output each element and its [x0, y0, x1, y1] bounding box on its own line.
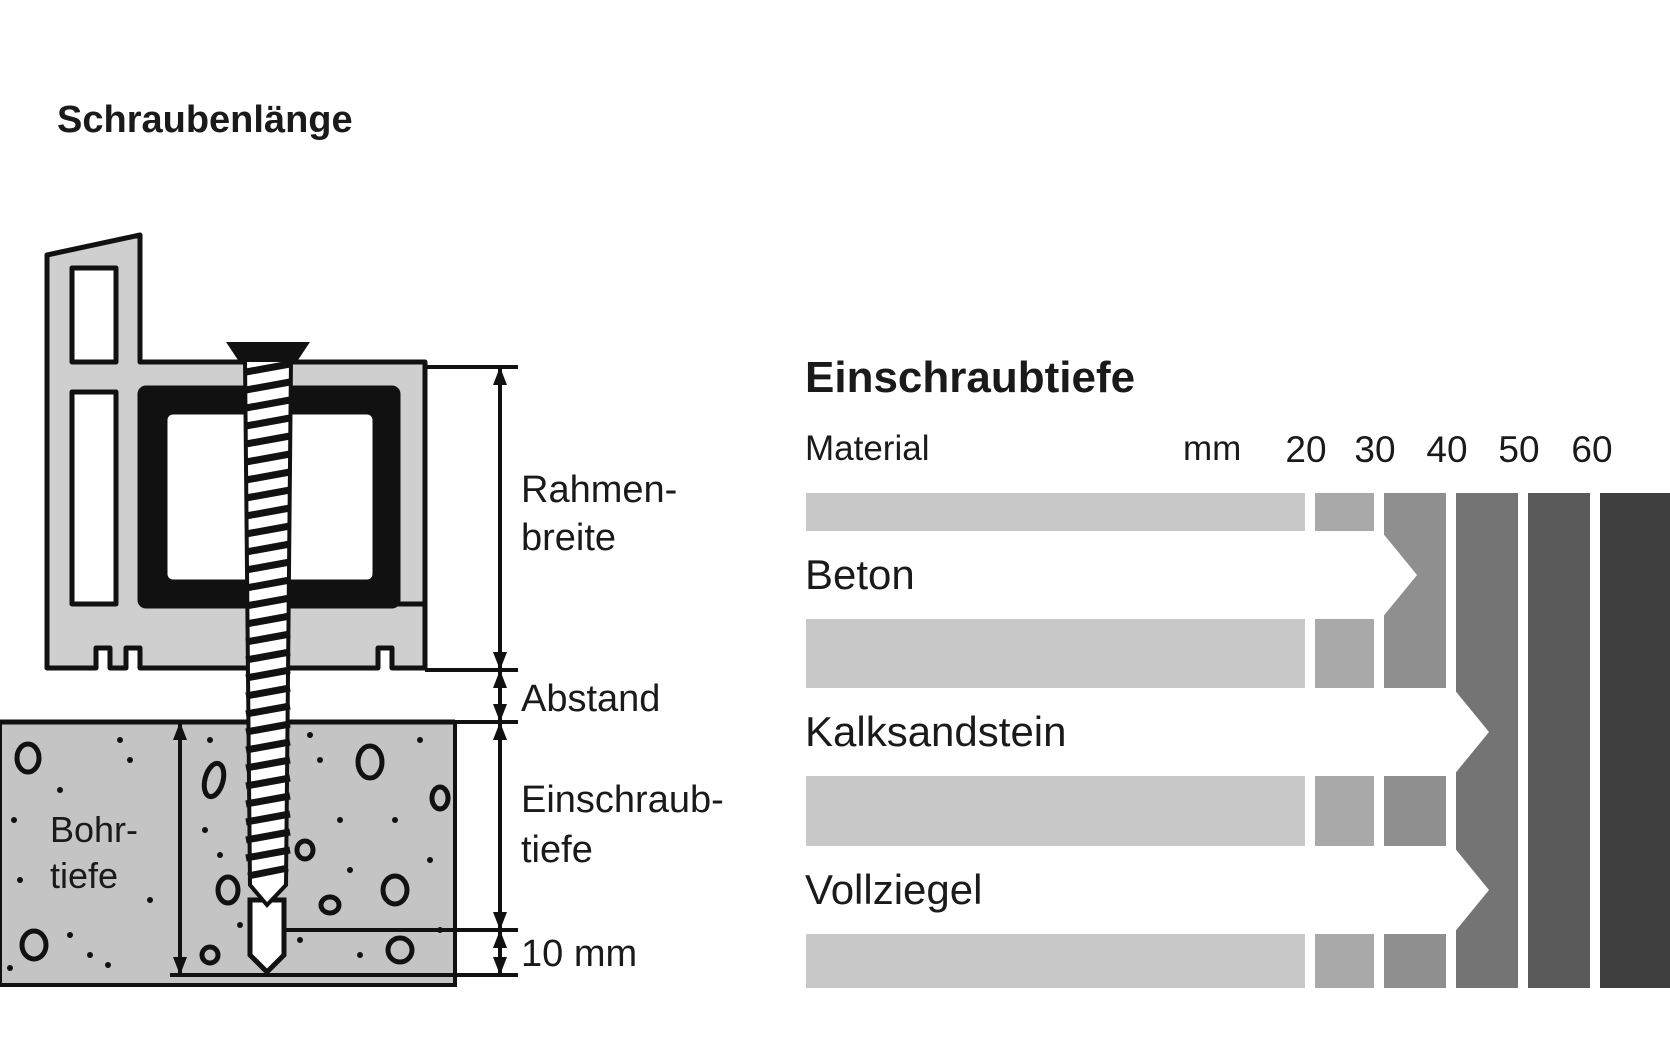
material-label-beton: Beton — [805, 551, 915, 598]
extra-length-label: 10 mm — [521, 933, 637, 975]
material-header: Material — [805, 429, 929, 468]
concrete-block — [0, 719, 457, 987]
chart-title: Einschraubtiefe — [805, 353, 1135, 402]
unit-header: mm — [1183, 429, 1241, 468]
material-arrow-kalksandstein — [800, 688, 1489, 776]
screw — [226, 342, 310, 908]
material-label-vollziegel: Vollziegel — [805, 866, 982, 913]
dimension-arrows — [493, 367, 507, 975]
depth-tick-50: 50 — [1498, 429, 1539, 470]
frame-width-label-1: Rahmen- — [521, 469, 677, 511]
depth-tick-60: 60 — [1571, 429, 1612, 470]
drill-depth-label-2: tiefe — [50, 855, 118, 896]
screw-depth-label-1: Einschraub- — [521, 779, 724, 821]
depth-tick-20: 20 — [1285, 429, 1326, 470]
frame-width-label-2: breite — [521, 517, 616, 559]
window-frame-profile — [44, 232, 428, 671]
depth-tick-30: 30 — [1354, 429, 1395, 470]
drill-depth-label-1: Bohr- — [50, 809, 138, 850]
gap-label: Abstand — [521, 678, 660, 720]
screw-depth-label-2: tiefe — [521, 829, 593, 871]
depth-tick-40: 40 — [1426, 429, 1467, 470]
material-arrow-vollziegel — [800, 846, 1489, 934]
depth-tick-labels: 20 30 40 50 60 — [1285, 429, 1612, 470]
material-label-kalksandstein: Kalksandstein — [805, 708, 1067, 755]
left-title: Schraubenlänge — [57, 99, 353, 141]
material-arrow-beton — [800, 531, 1417, 619]
